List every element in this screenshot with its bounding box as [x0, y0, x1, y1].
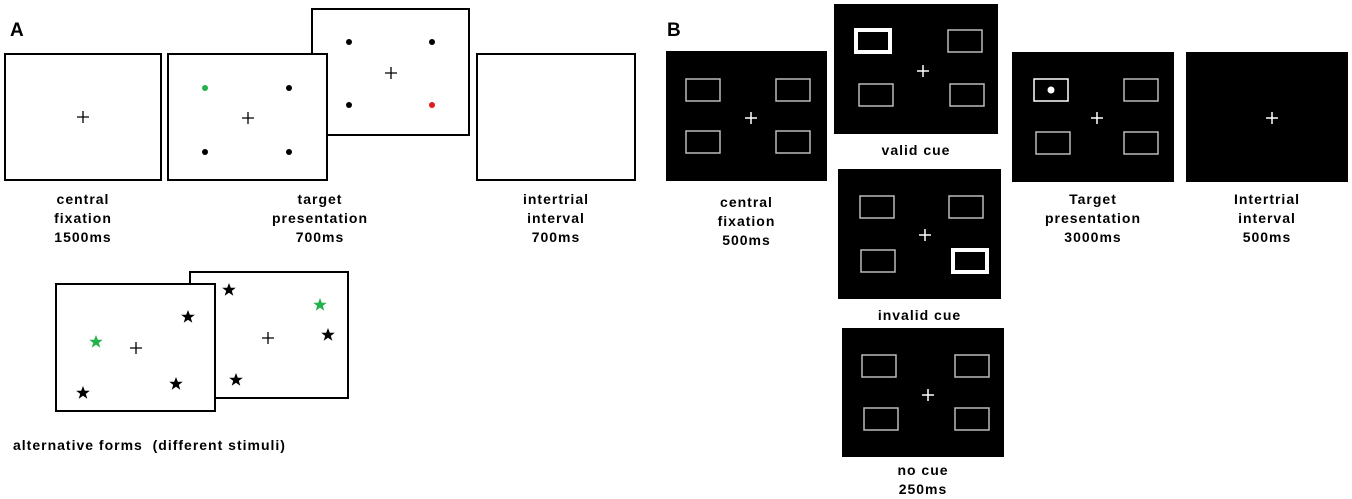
target-dot-red	[429, 102, 435, 108]
b-valid-cue-screen	[834, 4, 998, 134]
a-interval-screen	[476, 53, 636, 181]
a-interval-caption: intertrial interval 700ms	[522, 191, 589, 245]
a-fixation-screen	[4, 53, 162, 181]
fixation-cross-icon	[242, 112, 254, 124]
b-interval-caption: Intertrial interval 500ms	[1233, 191, 1300, 245]
b-target-screen	[1012, 52, 1174, 182]
a-target-screen-back	[311, 8, 470, 136]
b-fixation-caption: central fixation 500ms	[717, 194, 776, 248]
a-alt-screen-back	[189, 271, 349, 399]
a-fixation-caption: central fixation 1500ms	[54, 191, 112, 245]
b-interval-screen	[1186, 52, 1348, 182]
fixation-cross-icon	[130, 342, 142, 354]
cue-box	[854, 28, 892, 54]
a-target-screen-front	[167, 53, 328, 181]
fixation-cross-icon	[917, 65, 929, 77]
fixation-cross-icon	[262, 332, 274, 344]
fixation-cross-icon	[919, 229, 931, 241]
fixation-cross-icon	[745, 112, 757, 124]
b-no-cue-screen	[842, 328, 1004, 457]
cue-box	[951, 248, 989, 274]
b-valid-cue-caption: valid cue	[881, 142, 951, 158]
b-no-cue-caption: no cue 250ms	[897, 462, 949, 497]
b-target-caption: Target presentation 3000ms	[1044, 191, 1141, 245]
panel-a-label: A	[10, 20, 24, 41]
target-dot-green	[202, 85, 208, 91]
target-dot	[286, 149, 292, 155]
target-dot	[1047, 86, 1055, 94]
target-dot	[429, 39, 435, 45]
fixation-cross-icon	[922, 389, 934, 401]
b-invalid-cue-caption: invalid cue	[877, 307, 962, 323]
a-alternative-caption: alternative forms (different stimuli)	[13, 437, 286, 453]
panel-b-label: B	[667, 20, 681, 41]
target-dot	[346, 39, 352, 45]
a-target-caption: target presentation 700ms	[271, 191, 368, 245]
b-invalid-cue-screen	[838, 169, 1001, 299]
fixation-cross-icon	[1091, 112, 1103, 124]
target-dot	[346, 102, 352, 108]
target-dot	[286, 85, 292, 91]
b-fixation-screen	[666, 51, 827, 181]
target-dot	[202, 149, 208, 155]
fixation-cross-icon	[385, 67, 397, 79]
fixation-cross-icon	[77, 111, 89, 123]
fixation-cross-icon	[1266, 112, 1278, 124]
a-alt-screen-front	[55, 283, 216, 412]
